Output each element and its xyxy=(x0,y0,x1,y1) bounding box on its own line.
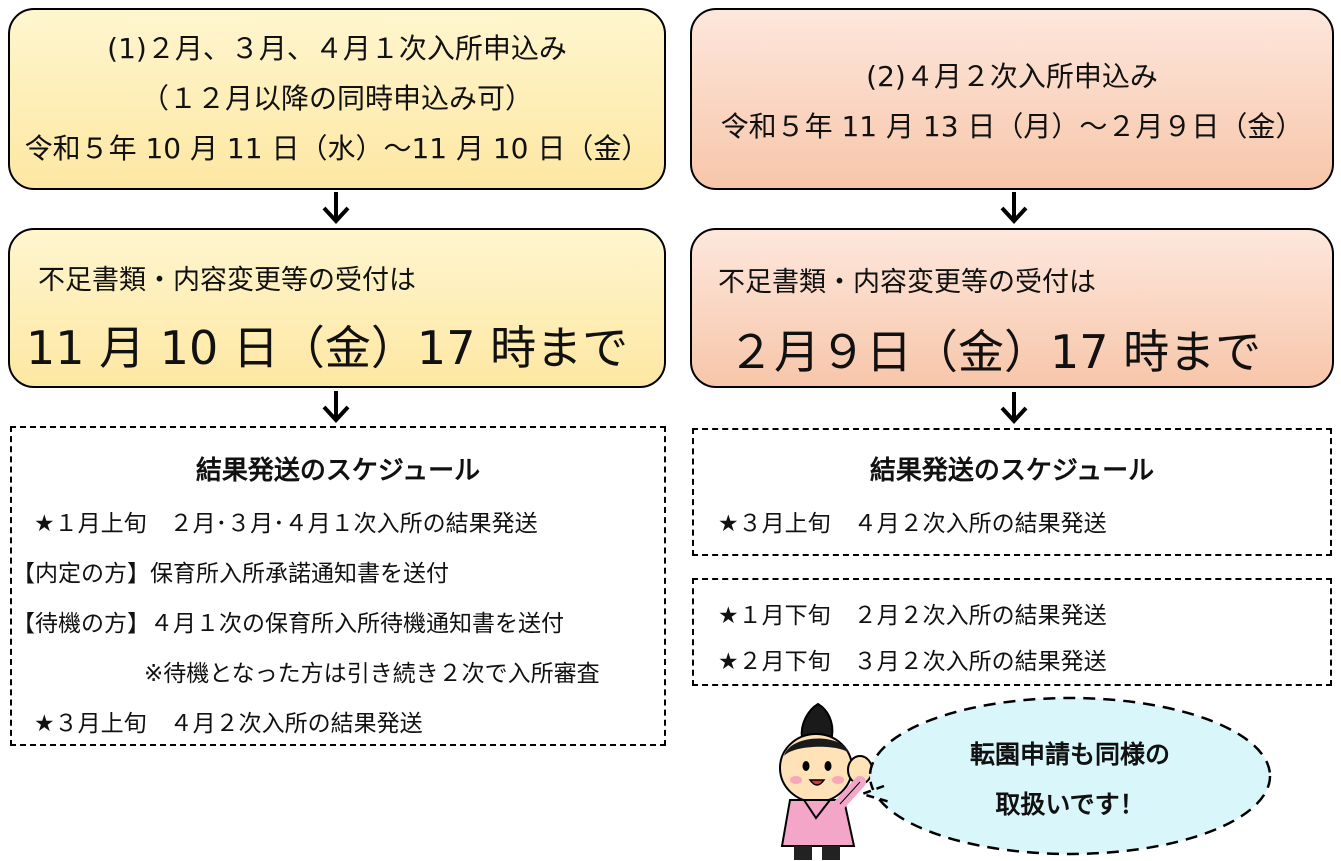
right-deadline-label: 不足書類・内容変更等の受付は xyxy=(718,267,1096,298)
speech-bubble: 転園申請も同様の 取扱いです！ xyxy=(880,730,1260,830)
left-deadline-date: 11 月 10 日（金）17 時まで xyxy=(26,321,629,375)
bubble-text-line: 取扱いです！ xyxy=(995,790,1145,819)
left-schedule-item: ★３月上旬 ４月２次入所の結果発送 xyxy=(34,711,423,737)
right-period-dates: 令和５年 11 月 13 日（月）～２月９日（金） xyxy=(720,110,1304,143)
speech-bubble-shape xyxy=(860,696,1272,856)
left-schedule-title: 結果発送のスケジュール xyxy=(195,456,481,486)
right-arrow-down-icon xyxy=(1000,192,1028,224)
left-schedule-item: ※待機となった方は引き続き２次で入所審査 xyxy=(144,661,600,687)
right-schedule-item: ★１月下旬 ２月２次入所の結果発送 xyxy=(718,603,1107,629)
right-deadline-date: ２月９日（金）17 時まで xyxy=(728,325,1262,379)
left-deadline-label: 不足書類・内容変更等の受付は xyxy=(38,265,416,296)
left-schedule-item: ★１月上旬 ２月･３月･４月１次入所の結果発送 xyxy=(34,511,538,537)
right-schedule-box: 結果発送のスケジュール ★３月上旬 ４月２次入所の結果発送 xyxy=(692,428,1332,556)
right-deadline-box: 不足書類・内容変更等の受付は ２月９日（金）17 時まで xyxy=(690,228,1334,388)
left-period-box: (1)２月、３月、４月１次入所申込み （１２月以降の同時申込み可） 令和５年 1… xyxy=(8,8,666,190)
right-extra-schedule-box: ★１月下旬 ２月２次入所の結果発送 ★２月下旬 ３月２次入所の結果発送 xyxy=(692,578,1332,686)
right-schedule-title: 結果発送のスケジュール xyxy=(869,456,1155,486)
right-period-box: (2)４月２次入所申込み 令和５年 11 月 13 日（月）～２月９日（金） xyxy=(690,8,1334,190)
left-period-note: （１２月以降の同時申込み可） xyxy=(140,82,533,115)
left-arrow-down-icon xyxy=(322,192,350,224)
bubble-text-line: 転園申請も同様の xyxy=(969,740,1170,769)
left-period-dates: 令和５年 10 月 11 日（水）～11 月 10 日（金） xyxy=(24,132,650,165)
right-schedule-item: ★２月下旬 ３月２次入所の結果発送 xyxy=(718,649,1107,675)
right-period-title: (2)４月２次入所申込み xyxy=(866,60,1158,93)
left-period-title: (1)２月、３月、４月１次入所申込み xyxy=(107,32,567,65)
right-arrow-down-icon-2 xyxy=(1000,392,1028,424)
left-arrow-down-icon-2 xyxy=(322,391,350,423)
right-schedule-item: ★３月上旬 ４月２次入所の結果発送 xyxy=(718,511,1107,537)
left-schedule-item: 【待機の方】４月１次の保育所入所待機通知書を送付 xyxy=(12,611,564,637)
left-deadline-box: 不足書類・内容変更等の受付は 11 月 10 日（金）17 時まで xyxy=(8,228,666,388)
left-schedule-item: 【内定の方】保育所入所承諾通知書を送付 xyxy=(12,561,449,587)
left-schedule-box: 結果発送のスケジュール ★１月上旬 ２月･３月･４月１次入所の結果発送 【内定の… xyxy=(10,426,666,746)
